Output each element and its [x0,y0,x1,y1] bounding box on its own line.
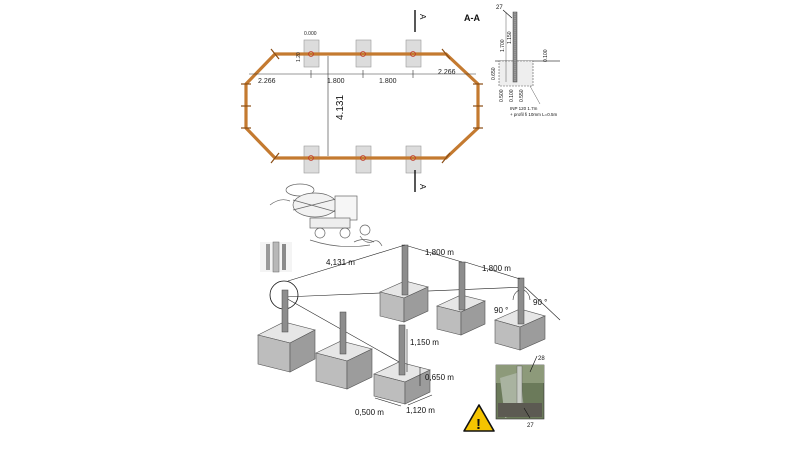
section-dim-0550: 0.550 [519,89,525,102]
iso-dim-4131: 4,131 m [326,258,355,267]
section-dim-1150: 1.150 [507,31,513,44]
iso-dim-1150: 1,150 m [410,338,439,347]
concrete-mixer-illustration [269,183,383,247]
plan-dim-mid1: 1.800 [327,78,345,85]
iso-dim-0650: 0,650 m [425,373,454,382]
iso-callout-28: 28 [538,356,545,362]
iso-footing-4 [379,244,429,323]
iso-footing-2 [315,311,373,390]
plan-dim-right: 2.266 [438,69,456,76]
warning-icon: ! [463,404,495,433]
iso-dim-1800a: 1,800 m [425,248,454,257]
section-dim-1700: 1.700 [500,39,506,52]
section-callout: 27 [496,5,503,11]
section-marker: A-A [464,13,480,23]
warning-glyph: ! [476,416,481,433]
plan-dim-width: 4.131 [335,95,346,120]
iso-footing-6 [494,277,546,351]
iso-callout-27: 27 [527,423,534,429]
section-view: A-A 27 1.700 1.150 0.650 0.100 0.500 0.1… [464,5,560,117]
plan-view: 2.266 1.800 1.800 2.266 4.131 0.000 1.20… [241,10,483,192]
section-dim-0100b: 0.100 [509,89,515,102]
iso-footing-3 [373,324,431,405]
plan-dim-post-w: 0.000 [304,31,317,37]
iso-footing-5 [436,261,486,336]
iso-dim-1120: 1,120 m [406,406,435,415]
section-dim-0500: 0.500 [499,89,505,102]
iso-angle-2: 90 ° [533,298,547,307]
section-note-1: INP 120 1.7m [510,106,538,111]
plan-dim-post-h: 1.20 [296,52,302,62]
post-base-photo [495,364,545,420]
plan-dim-left: 2.266 [258,78,276,85]
plan-fence-ticks [241,48,483,164]
iso-footing-1 [257,289,316,373]
section-dim-0100: 0.100 [543,49,549,62]
plan-dim-mid2: 1.800 [379,78,397,85]
iso-dim-0500: 0,500 m [355,408,384,417]
plan-cut-label-top: A [418,14,427,20]
iso-angle-1: 90 ° [494,306,508,315]
iso-dim-1800b: 1,800 m [482,264,511,273]
section-note-2: + profil fi 10mm L=0.5m [510,112,558,117]
post-profile-inset [260,241,299,310]
section-dim-0650: 0.650 [491,67,497,80]
plan-cut-label-bottom: A [418,184,427,190]
